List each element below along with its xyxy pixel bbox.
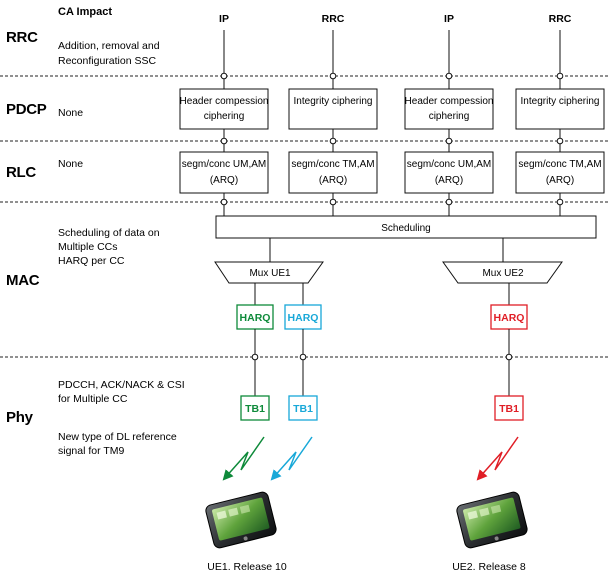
harq-label-ue1-cyan: HARQ xyxy=(288,312,319,324)
impact-mac-line-2: Multiple CCs xyxy=(58,241,118,253)
layer-name-mac: MAC xyxy=(6,272,40,289)
impact-phy-line-1: PDCCH, ACK/NACK & CSI xyxy=(58,379,185,391)
mux-to-harq-lines xyxy=(254,283,510,305)
impact-mac-line-1: Scheduling of data on xyxy=(58,227,160,239)
flow-label-rrc-2: RRC xyxy=(549,13,572,25)
impact-phy-line-5: signal for TM9 xyxy=(58,445,124,457)
mux-ue1-label: Mux UE1 xyxy=(249,268,291,279)
scheduling-label: Scheduling xyxy=(381,223,430,234)
pdcp-box-4-line-1: Integrity ciphering xyxy=(521,96,600,107)
layer-name-pdcp: PDCP xyxy=(6,101,47,118)
ue1-label: UE1. Release 10 xyxy=(207,561,287,573)
junction-circles xyxy=(220,72,564,361)
mux-ue2: Mux UE2 xyxy=(442,261,563,284)
pdcp-box-3-line-2: ciphering xyxy=(429,111,470,122)
lightning-arrow-ue1-cyan xyxy=(270,436,313,481)
pdcp-box-3-line-1: Header compession xyxy=(405,96,494,107)
column-stems xyxy=(223,30,561,216)
rlc-box-3 xyxy=(404,151,494,194)
tb-label-ue1-cyan: TB1 xyxy=(293,403,313,415)
scheduling-box xyxy=(215,215,597,239)
rlc-box-2 xyxy=(288,151,378,194)
layer-name-rrc: RRC xyxy=(6,29,38,46)
tb-label-ue2-red: TB1 xyxy=(499,403,519,415)
lightning-arrow-ue2-red xyxy=(476,436,519,481)
pdcp-box-1-line-1: Header compession xyxy=(180,96,269,107)
impact-phy-line-4: New type of DL reference xyxy=(58,431,177,443)
flow-label-rrc-1: RRC xyxy=(322,13,345,25)
tb-box-ue1-green xyxy=(240,395,270,421)
layer-name-rlc: RLC xyxy=(6,164,36,181)
pdcp-box-4 xyxy=(515,88,605,130)
impact-rrc-line-2: Reconfiguration SSC xyxy=(58,55,156,67)
rlc-boxes: segm/conc UM,AM (ARQ) segm/conc TM,AM (A… xyxy=(179,151,605,194)
mux-ue2-label: Mux UE2 xyxy=(482,268,524,279)
impact-pdcp: None xyxy=(58,107,83,119)
ca-impact-title: CA Impact xyxy=(58,6,112,18)
harq-boxes: HARQ HARQ HARQ xyxy=(236,304,528,330)
impact-phy-line-2: for Multiple CC xyxy=(58,393,128,405)
scheduling-to-mux-lines xyxy=(269,238,504,262)
flow-label-ip-1: IP xyxy=(219,13,229,25)
pdcp-box-1-line-2: ciphering xyxy=(204,111,245,122)
tb-box-ue2-red xyxy=(494,395,524,421)
tb-label-ue1-green: TB1 xyxy=(245,403,265,415)
rlc-box-1 xyxy=(179,151,269,194)
pdcp-box-2-line-1: Integrity ciphering xyxy=(294,96,373,107)
mux-ue1: Mux UE1 xyxy=(214,261,324,284)
tb-box-ue1-cyan xyxy=(288,395,318,421)
rlc-box-1-line-1: segm/conc UM,AM xyxy=(182,159,266,170)
impact-rrc-line-1: Addition, removal and xyxy=(58,40,160,52)
tb-boxes: TB1 TB1 TB1 xyxy=(240,395,524,421)
rlc-box-1-line-2: (ARQ) xyxy=(210,175,238,186)
rlc-box-2-line-2: (ARQ) xyxy=(319,175,347,186)
rlc-box-4 xyxy=(515,151,605,194)
pdcp-box-2 xyxy=(288,88,378,130)
harq-to-tb-lines xyxy=(254,329,510,396)
rlc-box-3-line-2: (ARQ) xyxy=(435,175,463,186)
rlc-box-4-line-1: segm/conc TM,AM xyxy=(518,159,601,170)
harq-label-ue1-green: HARQ xyxy=(240,312,271,324)
flow-label-ip-2: IP xyxy=(444,13,454,25)
rlc-box-2-line-1: segm/conc TM,AM xyxy=(291,159,374,170)
pdcp-box-3 xyxy=(404,88,494,130)
phone-ue1-image xyxy=(205,491,277,549)
phone-ue2-image xyxy=(456,491,528,549)
rlc-box-3-line-1: segm/conc UM,AM xyxy=(407,159,491,170)
rlc-box-4-line-2: (ARQ) xyxy=(546,175,574,186)
layer-name-phy: Phy xyxy=(6,409,34,426)
pdcp-boxes: Header compession ciphering Integrity ci… xyxy=(179,88,605,130)
ue2-label: UE2. Release 8 xyxy=(452,561,526,573)
harq-label-ue2-red: HARQ xyxy=(494,312,525,324)
impact-mac-line-3: HARQ per CC xyxy=(58,255,125,267)
impact-rlc: None xyxy=(58,158,83,170)
lightning-arrow-ue1-green xyxy=(222,436,265,481)
pdcp-box-1 xyxy=(179,88,269,130)
